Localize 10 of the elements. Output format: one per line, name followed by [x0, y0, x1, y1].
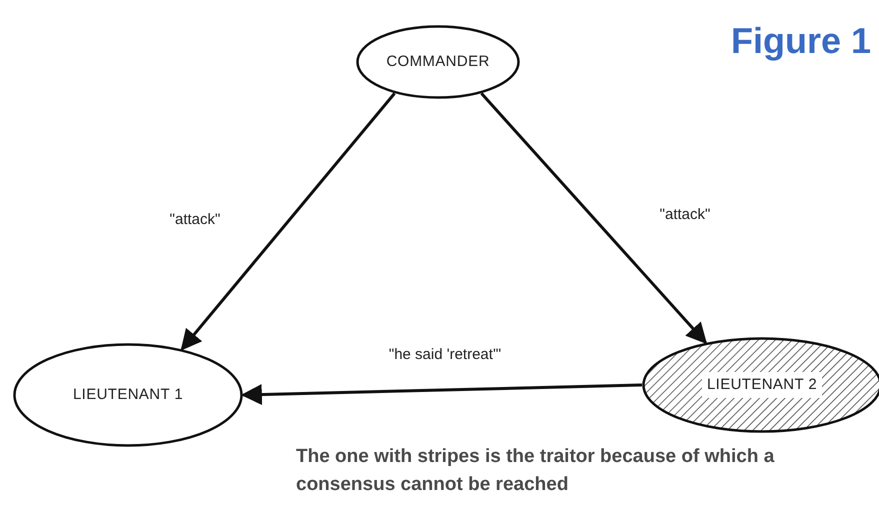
caption: The one with stripes is the traitor because of which a consensus cannot be reached — [296, 445, 776, 497]
ellipse-node — [13, 343, 243, 447]
arrow — [480, 92, 708, 344]
arrow — [180, 92, 396, 351]
ellipse-node — [356, 25, 520, 99]
figure-title: Figure 1 — [730, 19, 871, 63]
arrow — [240, 384, 642, 406]
node-label: COMMANDER — [385, 52, 491, 72]
node-label: LIEUTENANT 1 — [72, 385, 184, 405]
node-label: LIEUTENANT 2 — [702, 372, 822, 398]
